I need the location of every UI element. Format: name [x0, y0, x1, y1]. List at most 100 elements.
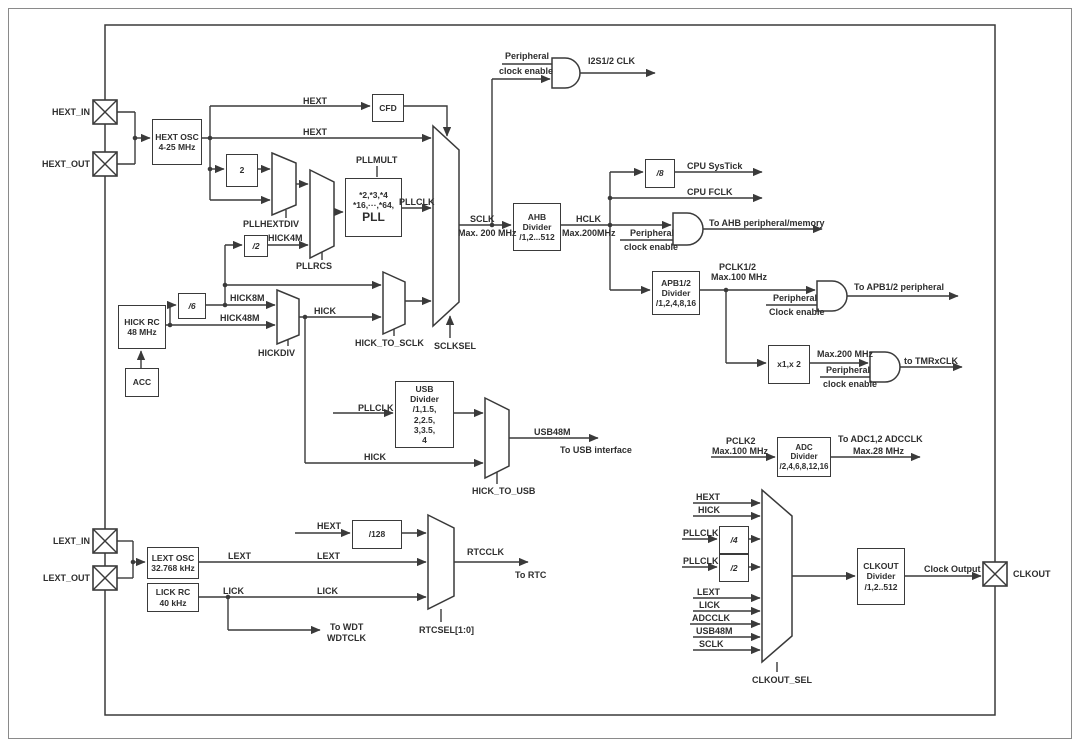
hick-to-sclk-label: HICK_TO_SCLK [355, 338, 424, 348]
rtcsel-label: RTCSEL[1:0] [419, 625, 475, 635]
to-adc-label: To ADC1,2 ADCCLK [838, 434, 923, 444]
to-rtc-label: To RTC [515, 570, 547, 580]
i2s-peripheral-label: Peripheral [505, 51, 550, 61]
clkout-in-pllclk2-label: PLLCLK [683, 556, 719, 566]
hext-cfd-label: HEXT [303, 96, 328, 106]
clkout-sel-label: CLKOUT_SEL [752, 675, 813, 685]
clkout-in-lick-label: LICK [699, 600, 720, 610]
lext-out-pad [92, 565, 118, 591]
adc-max-label: Max.28 MHz [853, 446, 905, 456]
pllhextdiv-label: PLLHEXTDIV [243, 219, 300, 229]
pclk2-label: PCLK2 [726, 436, 756, 446]
pclk12-label: PCLK1/2 [719, 262, 757, 272]
hick-to-sclk-mux [382, 270, 406, 336]
sclk-max-label: Max. 200 MHz [458, 228, 517, 238]
div2-hick-block: /2 [244, 235, 268, 257]
clkout-in-adcclk-label: ADCCLK [692, 613, 730, 623]
clkout-in-hick-label: HICK [698, 505, 720, 515]
i2s-clock-enable-gate [551, 57, 581, 89]
muxes [271, 124, 793, 664]
acc-block: ACC [125, 368, 159, 397]
div2-hext-block: 2 [226, 154, 258, 187]
hext-main-label: HEXT [303, 127, 328, 137]
lext-label-1: LEXT [228, 551, 252, 561]
lext-in-label: LEXT_IN [52, 536, 90, 546]
pllrcs-mux [309, 168, 335, 260]
pllclk-label: PLLCLK [399, 197, 435, 207]
rtcclk-label: RTCCLK [467, 547, 504, 557]
pllmult-label: PLLMULT [356, 155, 398, 165]
wdtclk-label: WDTCLK [327, 633, 366, 643]
lext-in-pad [92, 528, 118, 554]
pllrcs-label: PLLRCS [296, 261, 332, 271]
to-apb-label: To APB1/2 peripheral [854, 282, 945, 292]
clkout-in-hext-label: HEXT [696, 492, 721, 502]
tmr-clock-enable-gate [869, 351, 901, 383]
i2s-clock-enable-label: clock enable [499, 66, 554, 76]
hclk-max-label: Max.200MHz [562, 228, 616, 238]
hick48m-label: HICK48M [220, 313, 260, 323]
hick-to-usb-label: HICK_TO_USB [472, 486, 536, 496]
div8-block: /8 [645, 159, 675, 188]
junction-dots [130, 135, 729, 600]
ahb-clock-enable-label: clock enable [624, 242, 679, 252]
clkout-in-sclk-label: SCLK [699, 639, 724, 649]
hick4m-label: HICK4M [268, 233, 303, 243]
hick8m-label: HICK8M [230, 293, 265, 303]
pllhextdiv-mux [271, 151, 297, 217]
page-border [8, 8, 1072, 739]
div4-block: /4 [719, 526, 749, 554]
usb-hick-label: HICK [364, 452, 386, 462]
ahb-peripheral-label: Peripheral [630, 228, 675, 238]
pll-block: *2,*3,*4*16,···,*64,PLL [345, 178, 402, 237]
clkout-pad [982, 561, 1008, 587]
usb48m-label: USB48M [534, 427, 571, 437]
hick-label: HICK [314, 306, 336, 316]
hickdiv-mux [276, 288, 300, 346]
pclk12-max-label: Max.100 MHz [711, 272, 768, 282]
hickdiv-label: HICKDIV [258, 348, 296, 358]
div6-block: /6 [178, 293, 206, 319]
i2s-clk-label: I2S1/2 CLK [588, 56, 636, 66]
tmr-clock-enable-label: clock enable [823, 379, 878, 389]
hick-to-usb-mux [484, 396, 510, 480]
apb-clock-enable-gate [816, 280, 848, 312]
chip-boundary [104, 24, 996, 716]
to-wdt-label: To WDT [330, 622, 364, 632]
lick-label-2: LICK [317, 586, 338, 596]
div128-block: /128 [352, 520, 402, 549]
hext-in-pad [92, 99, 118, 125]
to-ahb-label: To AHB peripheral/memory [709, 218, 825, 228]
io-pads [92, 99, 1008, 591]
tmr-peripheral-label: Peripheral [826, 365, 871, 375]
hclk-label: HCLK [576, 214, 601, 224]
clkout-in-lext-label: LEXT [697, 587, 721, 597]
x1x2-block: x1,x 2 [768, 345, 810, 384]
and-gates [551, 57, 901, 383]
hext-out-label: HEXT_OUT [41, 159, 90, 169]
clkout-in-pllclk4-label: PLLCLK [683, 528, 719, 538]
pclk2-max-label: Max.100 MHz [712, 446, 769, 456]
apb-peripheral-label: Peripheral [773, 293, 818, 303]
cfd-block: CFD [372, 94, 404, 122]
cpu-systick-label: CPU SysTick [687, 161, 743, 171]
hext-in-label: HEXT_IN [51, 107, 90, 117]
sclk-label: SCLK [470, 214, 495, 224]
cpu-fclk-label: CPU FCLK [687, 187, 733, 197]
lick-label-1: LICK [223, 586, 244, 596]
tmr-max-label: Max.200 MHz [817, 349, 874, 359]
sclksel-mux [432, 124, 460, 328]
rtcsel-mux [427, 513, 455, 611]
sclksel-label: SCLKSEL [434, 341, 477, 351]
lext-out-label: LEXT_OUT [42, 573, 90, 583]
apb-clock-enable-label: Clock enable [769, 307, 825, 317]
hext-out-pad [92, 151, 118, 177]
lext-label-2: LEXT [317, 551, 341, 561]
